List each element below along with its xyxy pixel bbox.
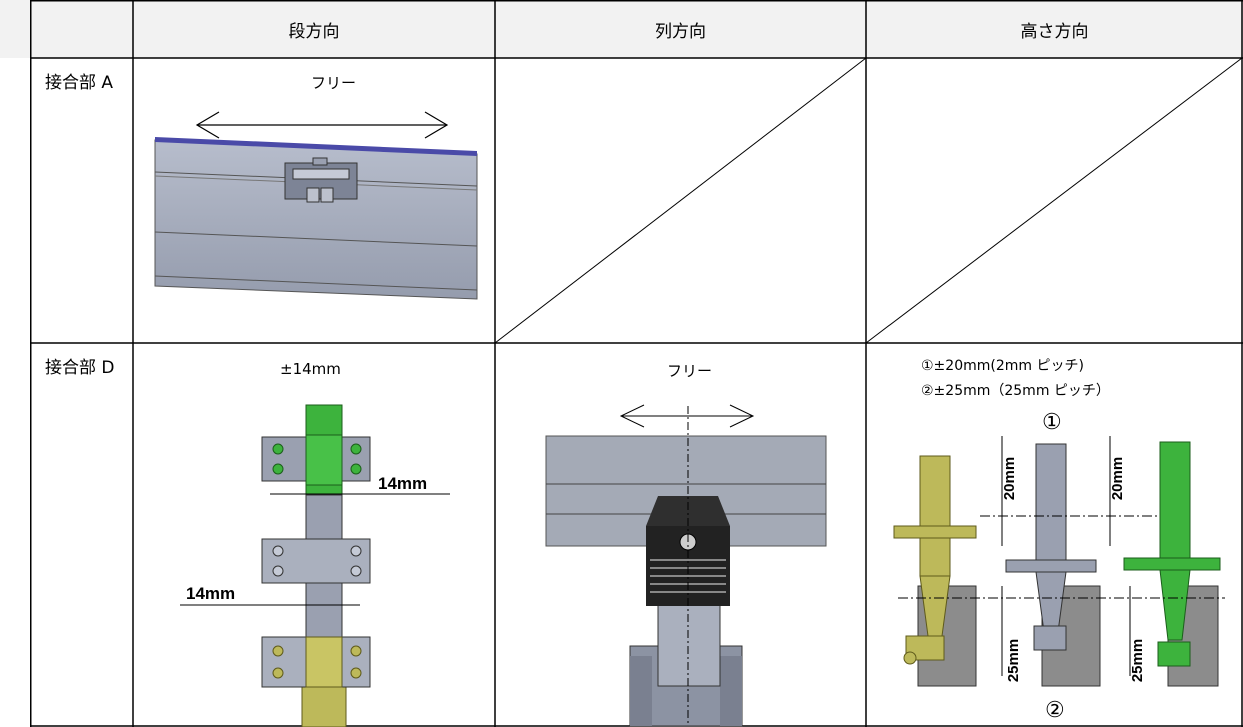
row-label-d: 接合部 D — [45, 358, 115, 378]
na-diagonals — [494, 57, 1243, 344]
header-dan: 段方向 — [133, 0, 495, 58]
row-d-takasa-marker-1: ① — [1042, 410, 1062, 435]
row-d-takasa-text-2: ②±25mm（25mm ピッチ） — [921, 383, 1110, 399]
row-d-takasa-drawing — [893, 436, 1225, 687]
header-dan-label: 段方向 — [288, 21, 340, 42]
row-label-a: 接合部 A — [45, 73, 114, 93]
row-d-retsu-free-arrow-icon — [619, 404, 755, 428]
row-d-dan-drawing — [180, 404, 450, 727]
row-d-takasa-marker-2: ② — [1045, 698, 1065, 723]
row-d-takasa-dim-25-left: 25mm — [1005, 638, 1023, 683]
header-retsu-label: 列方向 — [655, 21, 706, 42]
row-a-free-arrow-icon — [195, 111, 449, 139]
row-d-retsu-text: フリー — [667, 362, 713, 380]
row-d-dan-text: ±14mm — [280, 360, 341, 378]
row-a-beam-drawing — [154, 137, 478, 300]
header-takasa-label: 高さ方向 — [1020, 21, 1089, 42]
row-d-takasa-text-1: ①±20mm(2mm ピッチ) — [921, 358, 1084, 374]
header-empty-cell — [0, 0, 133, 58]
row-d-retsu-drawing — [545, 406, 827, 727]
row-d-dan-dim-bottom: 14mm — [186, 584, 236, 603]
row-d-takasa-dim-20-right: 20mm — [1109, 456, 1127, 501]
row-d-dan-dim-top: 14mm — [378, 474, 428, 493]
row-d-takasa-dim-25-right: 25mm — [1129, 638, 1147, 683]
row-d-takasa-dim-20-left: 20mm — [1001, 456, 1019, 501]
header-takasa: 高さ方向 — [866, 0, 1243, 58]
row-a-dan-text: フリー — [311, 74, 357, 92]
header-retsu: 列方向 — [495, 0, 866, 58]
